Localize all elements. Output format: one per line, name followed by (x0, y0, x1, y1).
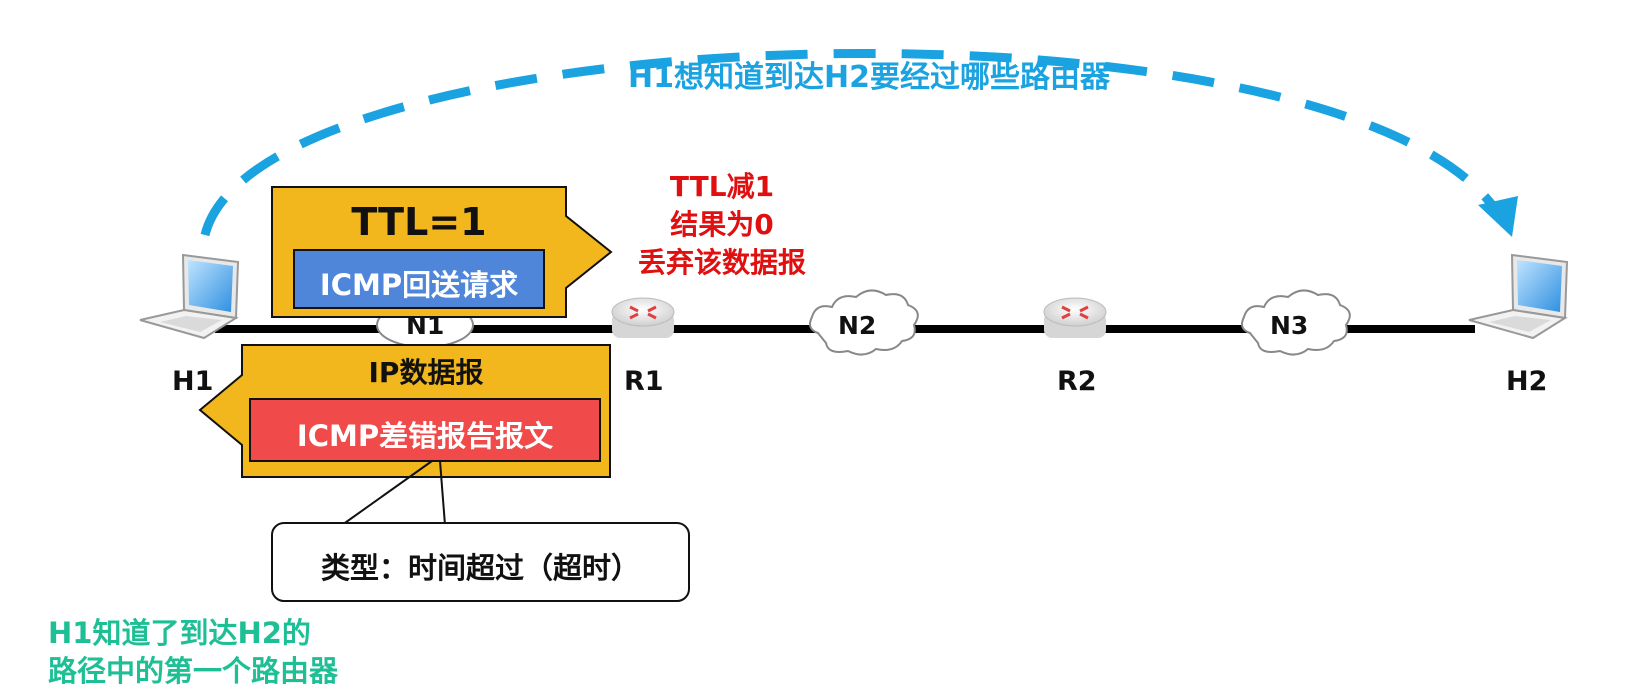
router-r2-label: R2 (1057, 366, 1097, 397)
callout-pointer-left (341, 460, 433, 526)
router-r2-icon (1043, 297, 1107, 338)
conclusion-line2: 路径中的第一个路由器 (48, 654, 339, 688)
network-n1-label: N1 (406, 311, 445, 340)
host-h1-laptop-icon (139, 253, 240, 340)
callout-text: 类型：时间超过（超时） (320, 551, 640, 585)
path-query-arc (200, 48, 1510, 237)
router-note-line3: 丢弃该数据报 (637, 246, 806, 279)
error-payload-box (249, 398, 601, 462)
ttl-header: TTL=1 (351, 200, 487, 244)
cloud-n2 (809, 289, 919, 356)
network-n2-label: N2 (838, 311, 877, 340)
callout-pointer-right (439, 460, 446, 526)
router-note-line1: TTL减1 (669, 170, 775, 203)
cloud-n3 (1241, 289, 1351, 356)
router-r1-label: R1 (624, 366, 664, 397)
request-payload-box (293, 249, 545, 309)
return-packet-header: IP数据报 (368, 356, 484, 389)
request-payload-label: ICMP回送请求 (319, 268, 519, 302)
router-note-line2: 结果为0 (670, 208, 774, 241)
top-annotation: H1想知道到达H2要经过哪些路由器 (628, 60, 1110, 95)
arc-arrowhead (1478, 196, 1518, 237)
host-h2-laptop-icon (1468, 253, 1569, 340)
host-h2-label: H2 (1506, 366, 1548, 397)
router-note: TTL减1 结果为0 丢弃该数据报 (612, 168, 832, 282)
callout-box (271, 522, 690, 602)
conclusion: H1知道了到达H2的 路径中的第一个路由器 (48, 614, 338, 690)
conclusion-line1: H1知道了到达H2的 (48, 616, 311, 650)
network-n3-label: N3 (1270, 311, 1309, 340)
host-h1-label: H1 (172, 366, 214, 397)
error-payload-label: ICMP差错报告报文 (296, 419, 554, 453)
router-r1-icon (611, 297, 675, 338)
